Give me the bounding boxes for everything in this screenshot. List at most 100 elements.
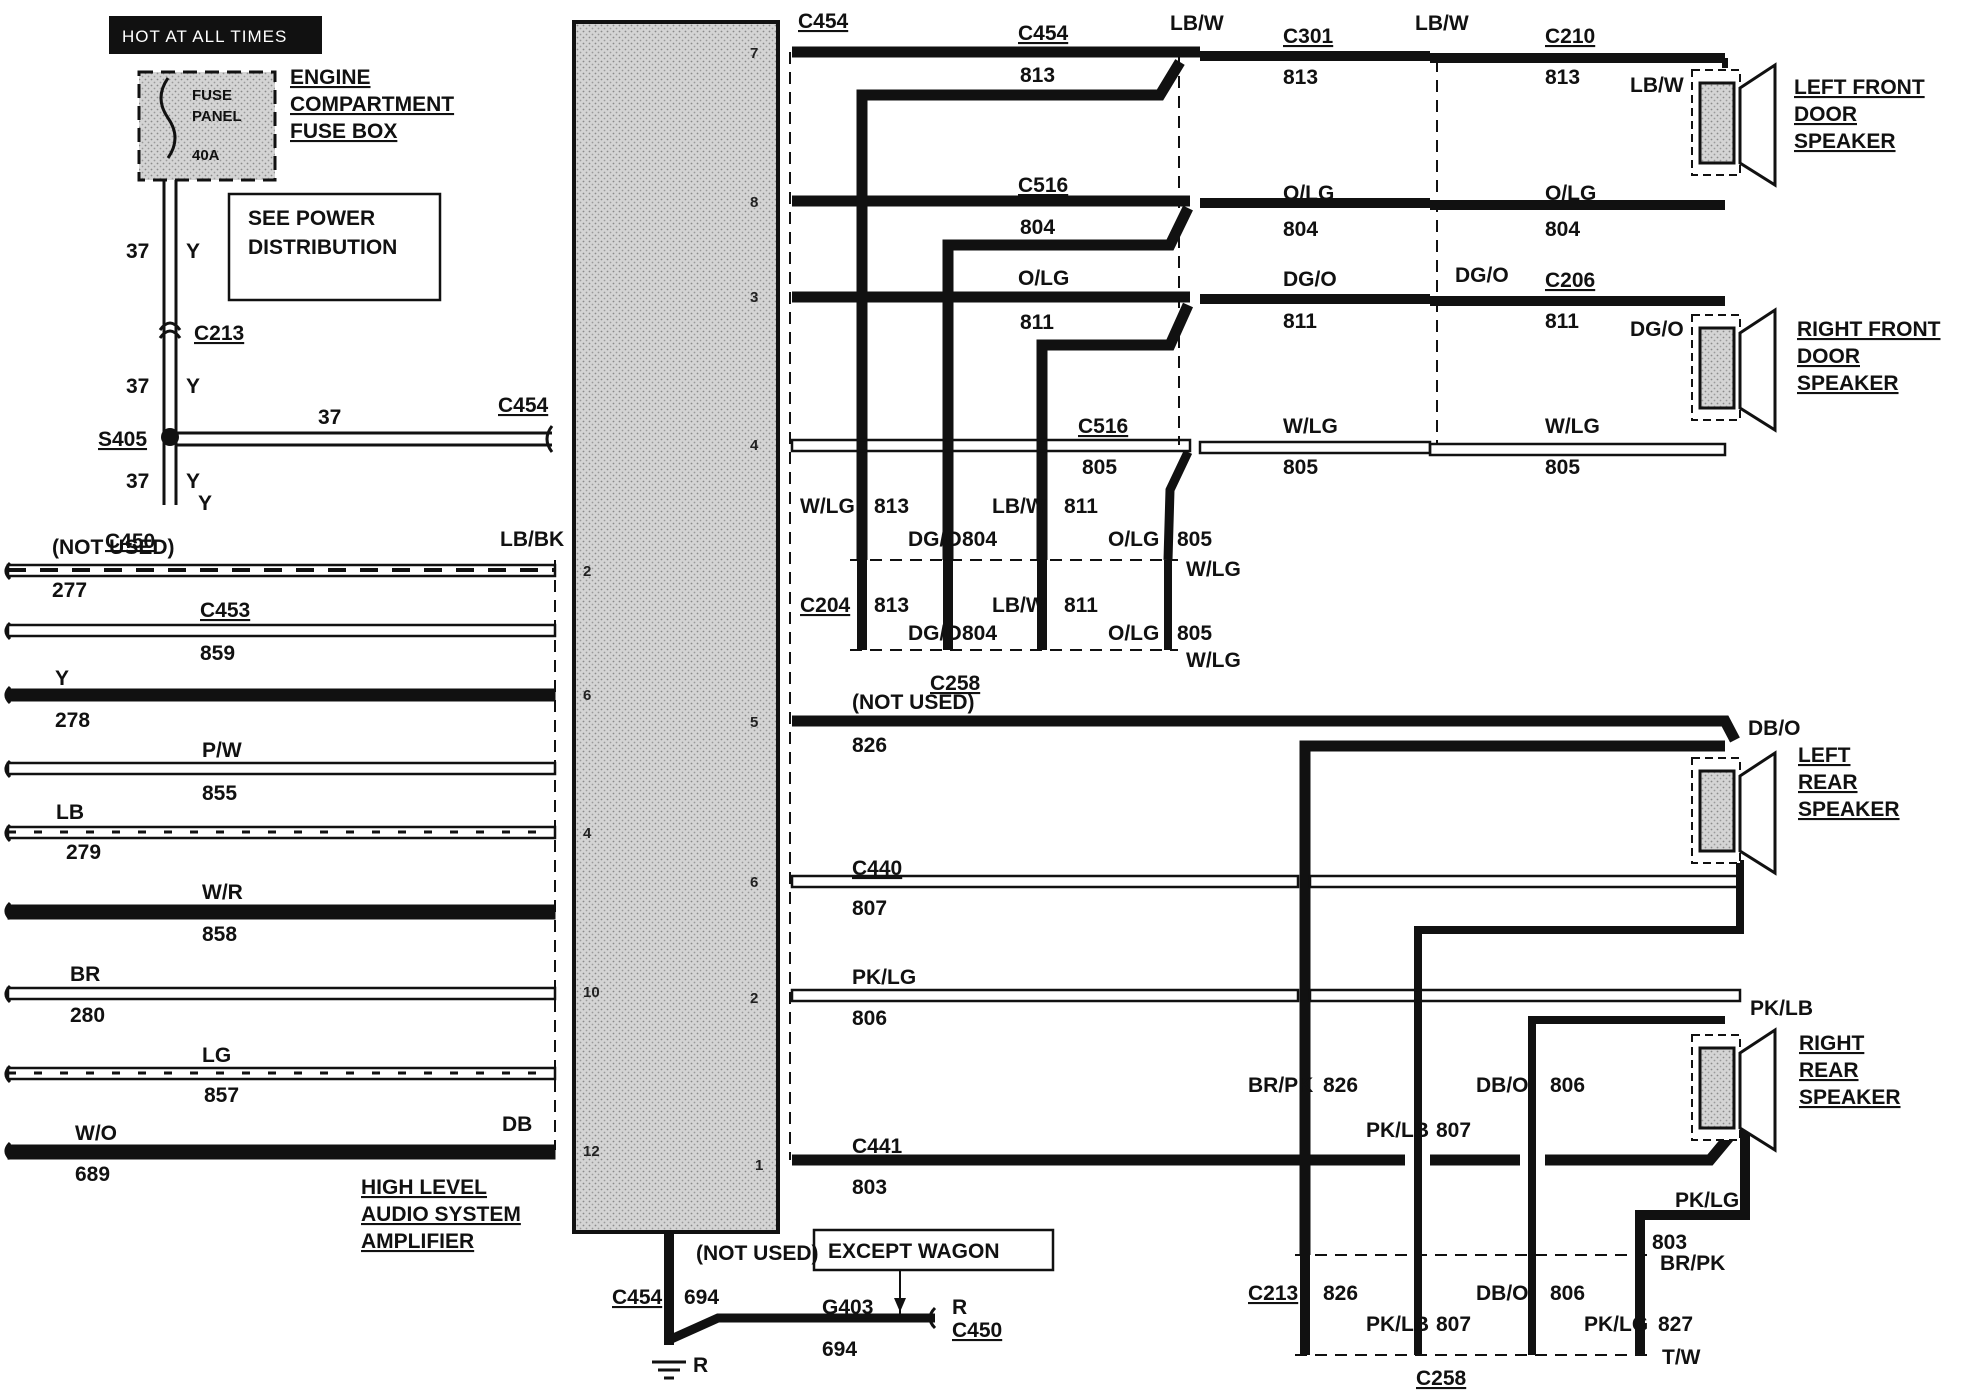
hot-at-all-times-banner: HOT AT ALL TIMES bbox=[109, 16, 322, 54]
circuit-label: C204 bbox=[800, 594, 851, 617]
circuit-label: DG/O bbox=[1283, 268, 1337, 291]
circuit-label: C454 bbox=[612, 1286, 663, 1309]
circuit-label: 805 bbox=[1545, 456, 1580, 479]
circuit-label: 811 bbox=[1283, 310, 1317, 333]
circuit-label: 805 bbox=[1283, 456, 1318, 479]
lf-speaker-title-2: DOOR bbox=[1794, 103, 1857, 126]
circuit-label: PK/LB bbox=[1366, 1119, 1429, 1142]
circuit-label: 858 bbox=[202, 923, 237, 946]
circuit-label: C450 bbox=[952, 1319, 1002, 1342]
circuit-label: 804 bbox=[1020, 216, 1055, 239]
circuit-label: 807 bbox=[1436, 1119, 1471, 1142]
front-speaker-wires bbox=[790, 46, 1728, 651]
circuit-label: 37 bbox=[126, 375, 149, 398]
pin-number: 8 bbox=[750, 194, 758, 211]
circuit-label: PK/LB bbox=[1750, 997, 1813, 1020]
circuit-label: C213 bbox=[1248, 1282, 1298, 1305]
fuse-box-title-1: ENGINE bbox=[290, 66, 371, 89]
pin-number: 7 bbox=[750, 45, 758, 62]
splice-s405-icon bbox=[161, 428, 179, 446]
circuit-label: (NOT USED) bbox=[52, 536, 175, 559]
circuit-label: 807 bbox=[1436, 1313, 1471, 1336]
circuit-label: 804 bbox=[962, 528, 997, 551]
circuit-label: W/LG bbox=[1186, 649, 1241, 672]
circuit-label: R bbox=[952, 1296, 967, 1319]
pin-number: 12 bbox=[583, 1143, 600, 1160]
circuit-label: C454 bbox=[498, 394, 549, 417]
circuit-label: C210 bbox=[1545, 25, 1595, 48]
circuit-label: 826 bbox=[852, 734, 887, 757]
circuit-label: 279 bbox=[66, 841, 101, 864]
circuit-label: C454 bbox=[1018, 22, 1069, 45]
circuit-label: 280 bbox=[70, 1004, 105, 1027]
pin-number: 4 bbox=[750, 437, 759, 454]
pin-number: 5 bbox=[750, 714, 758, 731]
circuit-label: 811 bbox=[1064, 495, 1098, 518]
circuit-label: DB/O bbox=[1476, 1074, 1529, 1097]
circuit-label: 694 bbox=[822, 1338, 857, 1361]
circuit-label: T/W bbox=[1662, 1346, 1701, 1369]
amplifier-title-1: HIGH LEVEL bbox=[361, 1176, 487, 1199]
circuit-label: Y bbox=[198, 492, 212, 515]
circuit-label: 826 bbox=[1323, 1074, 1358, 1097]
circuit-label: G403 bbox=[822, 1296, 873, 1319]
circuit-label: O/LG bbox=[1108, 622, 1159, 645]
amplifier-title-2: AUDIO SYSTEM bbox=[361, 1203, 521, 1226]
lr-speaker-title-3: SPEAKER bbox=[1798, 798, 1900, 821]
circuit-label: O/LG bbox=[1283, 182, 1334, 205]
circuit-label: Y bbox=[186, 240, 200, 263]
circuit-label: W/LG bbox=[1186, 558, 1241, 581]
circuit-label: 827 bbox=[1658, 1313, 1693, 1336]
lf-speaker-title-1: LEFT FRONT bbox=[1794, 76, 1925, 99]
circuit-label: 689 bbox=[75, 1163, 110, 1186]
circuit-label: W/LG bbox=[1283, 415, 1338, 438]
circuit-label: 804 bbox=[1283, 218, 1318, 241]
except-wagon-label: EXCEPT WAGON bbox=[828, 1240, 1000, 1263]
banner-text: HOT AT ALL TIMES bbox=[122, 27, 287, 46]
circuit-label: C258 bbox=[1416, 1367, 1467, 1390]
rf-speaker-title-3: SPEAKER bbox=[1797, 372, 1899, 395]
circuit-label: S405 bbox=[98, 428, 147, 451]
pin-number: 2 bbox=[750, 990, 758, 1007]
circuit-label: 803 bbox=[1652, 1231, 1687, 1254]
circuit-label: 806 bbox=[852, 1007, 887, 1030]
fuse-label-1: FUSE bbox=[192, 87, 232, 104]
circuit-label: O/LG bbox=[1545, 182, 1596, 205]
circuit-label: 855 bbox=[202, 782, 237, 805]
circuit-label: LB/W bbox=[992, 594, 1046, 617]
circuit-label: PK/LG bbox=[1584, 1313, 1648, 1336]
circuit-label: 811 bbox=[1545, 310, 1579, 333]
left-front-door-speaker-icon bbox=[1691, 62, 1777, 188]
circuit-label: C440 bbox=[852, 857, 902, 880]
circuit-label: DG/O bbox=[1630, 318, 1684, 341]
circuit-label: DB bbox=[502, 1113, 532, 1136]
circuit-label: 859 bbox=[200, 642, 235, 665]
circuit-label: LB/W bbox=[1630, 74, 1684, 97]
circuit-label: 813 bbox=[1283, 66, 1318, 89]
circuit-label: C516 bbox=[1018, 174, 1068, 197]
fuse-label-2: PANEL bbox=[192, 108, 242, 125]
circuit-label: 811 bbox=[1020, 311, 1054, 334]
circuit-label: 826 bbox=[1323, 1282, 1358, 1305]
except-wagon-arrow-icon bbox=[894, 1298, 906, 1312]
circuit-label: PK/LG bbox=[1675, 1189, 1739, 1212]
circuit-label: C441 bbox=[852, 1135, 903, 1158]
amplifier-title-3: AMPLIFIER bbox=[361, 1230, 474, 1253]
right-rear-speaker-icon bbox=[1691, 1027, 1777, 1153]
pin-number: 1 bbox=[755, 1157, 763, 1174]
pin-number: 2 bbox=[583, 563, 591, 580]
rf-speaker-title-2: DOOR bbox=[1797, 345, 1860, 368]
except-wagon-box: EXCEPT WAGON bbox=[812, 1228, 1055, 1272]
circuit-label: 857 bbox=[204, 1084, 239, 1107]
circuit-label: O/LG bbox=[1018, 267, 1069, 290]
circuit-label: C450 bbox=[105, 530, 155, 553]
circuit-label: DB/O bbox=[1748, 717, 1801, 740]
circuit-label: PK/LG bbox=[852, 966, 916, 989]
circuit-label: LB/W bbox=[1415, 12, 1469, 35]
circuit-label: Y bbox=[186, 470, 200, 493]
circuit-label: C258 bbox=[930, 672, 981, 695]
circuit-label: 805 bbox=[1082, 456, 1117, 479]
fuse-rating: 40A bbox=[192, 147, 220, 164]
